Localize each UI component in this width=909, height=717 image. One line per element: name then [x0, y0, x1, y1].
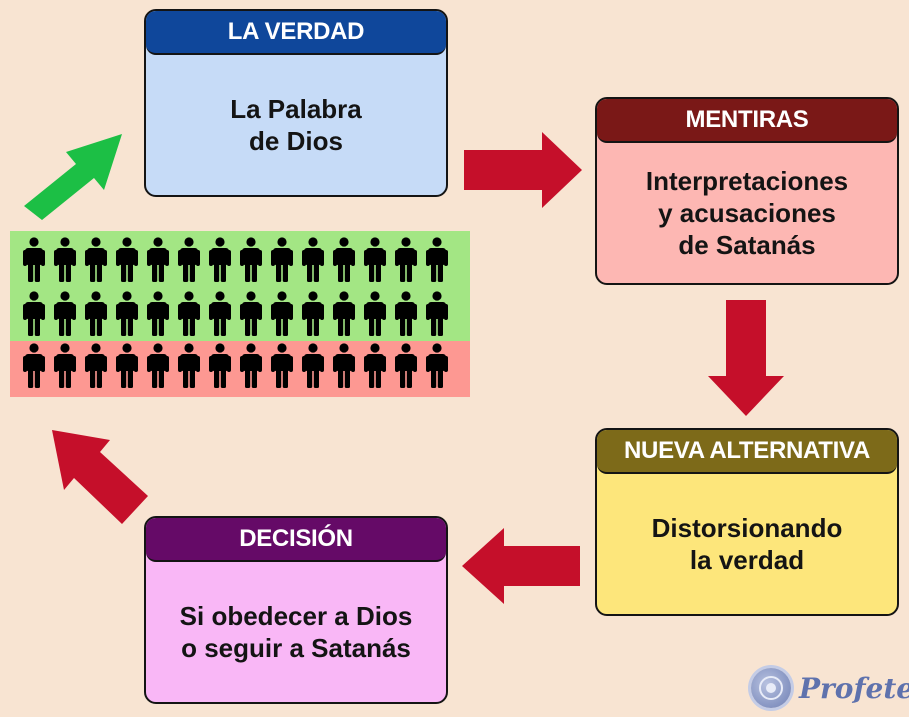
decision-box: DECISIÓN Si obedecer a Dios o seguir a S… [144, 516, 448, 704]
person-icon [54, 343, 76, 388]
person-icon [240, 291, 262, 336]
person-icon [426, 291, 448, 336]
person-icon [85, 237, 107, 282]
person-icon [54, 291, 76, 336]
arrow-shape [464, 132, 582, 208]
person-icon [209, 343, 231, 388]
person-icon [333, 237, 355, 282]
arrow-up-left-red [52, 430, 148, 524]
seal-icon [751, 668, 791, 708]
la-verdad-text: La Palabra de Dios [230, 94, 362, 156]
mentiras-title: MENTIRAS [597, 99, 897, 143]
brand-name: Profeteia [799, 671, 909, 705]
arrow-shape [52, 430, 148, 524]
person-icon [240, 237, 262, 282]
arrow-shape [708, 300, 784, 416]
decision-text: Si obedecer a Dios o seguir a Satanás [179, 601, 413, 663]
person-icon [23, 291, 45, 336]
person-icon [147, 237, 169, 282]
person-icon [23, 237, 45, 282]
person-icon [54, 237, 76, 282]
person-icon [302, 343, 324, 388]
nueva-alternativa-box: NUEVA ALTERNATIVA Distorsionando la verd… [595, 428, 899, 616]
person-icon [302, 291, 324, 336]
person-icon [364, 291, 386, 336]
person-icon [116, 291, 138, 336]
person-icon [147, 343, 169, 388]
person-icon [395, 291, 417, 336]
nueva-alternativa-text: Distorsionando la verdad [651, 513, 843, 575]
profeteia-logo: Profeteia [751, 668, 909, 708]
person-icon [271, 291, 293, 336]
person-icon [271, 343, 293, 388]
person-icon [178, 237, 200, 282]
nueva-alternativa-title: NUEVA ALTERNATIVA [597, 430, 897, 474]
arrow-shape [24, 134, 122, 220]
arrow-left-red [462, 528, 580, 604]
person-icon [333, 291, 355, 336]
person-icon [364, 237, 386, 282]
person-icon [209, 237, 231, 282]
person-figures [23, 237, 448, 388]
person-icon [23, 343, 45, 388]
person-icon [240, 343, 262, 388]
decision-title: DECISIÓN [146, 518, 446, 562]
person-icon [209, 291, 231, 336]
person-icon [85, 343, 107, 388]
arrow-right-red [464, 132, 582, 208]
person-icon [178, 291, 200, 336]
la-verdad-title: LA VERDAD [146, 11, 446, 55]
la-verdad-box: LA VERDAD La Palabra de Dios [144, 9, 448, 197]
people-crowd [10, 231, 470, 397]
person-icon [85, 291, 107, 336]
arrow-shape [462, 528, 580, 604]
arrow-up-right-green [24, 134, 122, 220]
person-icon [116, 343, 138, 388]
mentiras-box: MENTIRAS Interpretaciones y acusaciones … [595, 97, 899, 285]
person-icon [178, 343, 200, 388]
person-icon [147, 291, 169, 336]
mentiras-text: Interpretaciones y acusaciones de Sataná… [645, 166, 849, 260]
person-icon [395, 343, 417, 388]
person-icon [302, 237, 324, 282]
person-icon [271, 237, 293, 282]
person-icon [116, 237, 138, 282]
person-icon [333, 343, 355, 388]
person-icon [426, 343, 448, 388]
green-band [10, 231, 470, 341]
arrow-down-red [708, 300, 784, 416]
person-icon [426, 237, 448, 282]
person-icon [395, 237, 417, 282]
person-icon [364, 343, 386, 388]
